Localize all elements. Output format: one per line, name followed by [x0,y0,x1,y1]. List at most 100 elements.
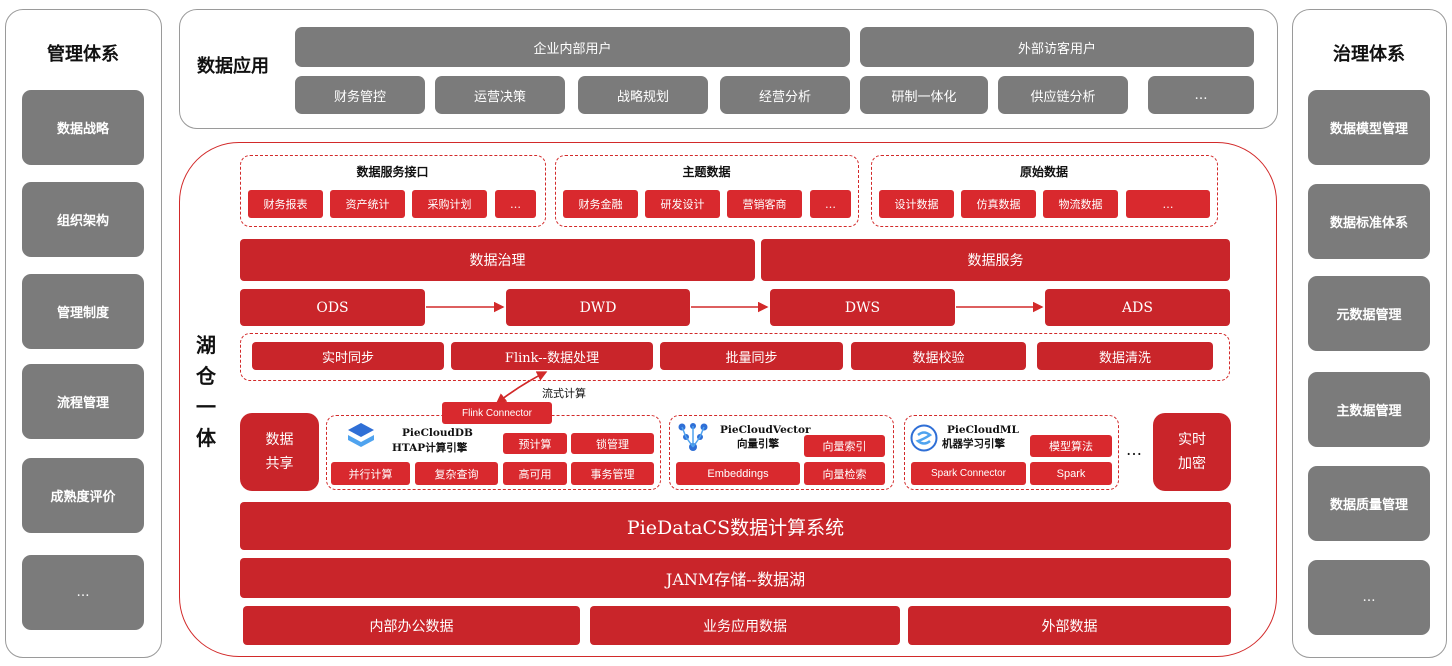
data-application-panel: 数据应用 企业内部用户 外部访客用户 财务管控 运营决策 战略规划 经营分析 研… [179,9,1278,129]
app-finance-control[interactable]: 财务管控 [295,76,425,114]
piecloud-db-sub: HTAP计算引擎 [392,442,468,454]
lakehouse-panel [179,142,1277,657]
raw-data-title: 原始数据 [1019,165,1068,179]
data-application-title: 数据应用 [197,56,269,77]
topic-data-title: 主题数据 [682,165,731,179]
topic-item-more[interactable]: … [810,190,851,218]
lakehouse-title: 湖 仓 一 体 [191,330,221,454]
app-business-analysis[interactable]: 经营分析 [720,76,850,114]
governance-system-title: 治理体系 [1333,44,1405,65]
engines-more: … [1126,440,1142,459]
piedatacs-compute-system[interactable]: PieDataCS数据计算系统 [240,502,1231,550]
left-item-org-structure[interactable]: 组织架构 [22,182,144,257]
janm-storage-lake[interactable]: JANM存储--数据湖 [240,558,1231,598]
layer-ods[interactable]: ODS [240,289,425,326]
piecloud-db-icon [348,423,374,447]
proc-data-validation[interactable]: 数据校验 [851,342,1026,370]
layer-dwd[interactable]: DWD [506,289,690,326]
interface-item[interactable]: 采购计划 [412,190,487,218]
lakehouse-title-char: 仓 [196,364,216,388]
interface-item[interactable]: 财务报表 [248,190,323,218]
raw-item[interactable]: 物流数据 [1043,190,1118,218]
right-item-data-model[interactable]: 数据模型管理 [1308,90,1430,165]
left-item-more[interactable]: … [22,555,144,630]
vector-item-search[interactable]: 向量检索 [804,462,885,485]
piecloud-vector-sub: 向量引擎 [737,438,779,450]
raw-item[interactable]: 仿真数据 [961,190,1036,218]
management-system-title: 管理体系 [47,44,119,65]
layer-ads[interactable]: ADS [1045,289,1230,326]
vector-item-embeddings[interactable]: Embeddings [676,462,800,485]
db-item-precompute[interactable]: 预计算 [503,433,567,454]
source-internal-office[interactable]: 内部办公数据 [243,606,580,645]
proc-data-cleansing[interactable]: 数据清洗 [1037,342,1213,370]
right-item-metadata[interactable]: 元数据管理 [1308,276,1430,351]
piecloud-ml-sub: 机器学习引擎 [942,438,1005,450]
left-item-maturity-evaluation[interactable]: 成熟度评价 [22,458,144,533]
piecloud-vector-icon [678,423,708,451]
ml-item-model-algorithm[interactable]: 模型算法 [1030,435,1112,457]
management-system-panel: 管理体系 数据战略 组织架构 管理制度 流程管理 成熟度评价 … [5,9,162,658]
ml-item-spark[interactable]: Spark [1030,462,1112,485]
lakehouse-title-char: 湖 [196,333,216,357]
interface-item[interactable]: 资产统计 [330,190,405,218]
stream-compute-label: 流式计算 [542,387,586,400]
app-rd-integration[interactable]: 研制一体化 [860,76,988,114]
app-more[interactable]: … [1148,76,1254,114]
left-item-management-rules[interactable]: 管理制度 [22,274,144,349]
data-services-bar[interactable]: 数据服务 [761,239,1230,281]
data-sharing-box[interactable]: 数据 共享 [240,413,319,491]
raw-item-more[interactable]: … [1126,190,1210,218]
raw-data-group: 原始数据 设计数据 仿真数据 物流数据 … [871,155,1218,227]
topic-data-group: 主题数据 财务金融 研发设计 营销客商 … [555,155,859,227]
right-item-master-data[interactable]: 主数据管理 [1308,372,1430,447]
lakehouse-title-char: 体 [196,426,216,450]
processing-group [240,333,1230,381]
piecloud-ml-name: PieCloudML [947,424,1019,436]
app-strategy-planning[interactable]: 战略规划 [578,76,708,114]
vector-item-index[interactable]: 向量索引 [804,435,885,457]
stream-arrow-back [495,371,547,404]
topic-item[interactable]: 营销客商 [727,190,802,218]
topic-item[interactable]: 研发设计 [645,190,720,218]
right-item-data-standard[interactable]: 数据标准体系 [1308,184,1430,259]
piecloud-vector-name: PieCloudVector [720,424,811,436]
ml-item-spark-connector[interactable]: Spark Connector [911,462,1026,485]
data-governance-bar[interactable]: 数据治理 [240,239,755,281]
db-item-complex-query[interactable]: 复杂查询 [415,462,498,485]
db-item-lock-management[interactable]: 锁管理 [571,433,654,454]
realtime-encryption-line: 实时 [1178,432,1206,448]
flink-connector[interactable]: Flink Connector [442,402,552,424]
piecloud-db-name: PieCloudDB [402,427,473,439]
interface-item-more[interactable]: … [495,190,536,218]
piecloud-vector-engine [669,415,894,490]
data-sharing-line: 共享 [265,456,294,472]
left-item-process-management[interactable]: 流程管理 [22,364,144,439]
layer-dws[interactable]: DWS [770,289,955,326]
governance-system-panel: 治理体系 数据模型管理 数据标准体系 元数据管理 主数据管理 数据质量管理 … [1292,9,1447,658]
raw-item[interactable]: 设计数据 [879,190,954,218]
proc-flink[interactable]: Flink--数据处理 [451,342,653,370]
data-sharing-line: 数据 [265,432,294,448]
realtime-encryption-box[interactable]: 实时 加密 [1153,413,1231,491]
right-item-data-quality[interactable]: 数据质量管理 [1308,466,1430,541]
source-business-app[interactable]: 业务应用数据 [590,606,900,645]
data-service-interface-title: 数据服务接口 [356,165,429,179]
db-item-transaction-management[interactable]: 事务管理 [571,462,654,485]
left-item-data-strategy[interactable]: 数据战略 [22,90,144,165]
source-external[interactable]: 外部数据 [908,606,1231,645]
piecloud-ml-engine [904,415,1119,490]
db-item-high-availability[interactable]: 高可用 [503,462,567,485]
db-item-parallel-compute[interactable]: 并行计算 [331,462,410,485]
proc-batch-sync[interactable]: 批量同步 [660,342,843,370]
proc-realtime-sync[interactable]: 实时同步 [252,342,444,370]
piecloud-ml-icon [910,424,938,452]
topic-item[interactable]: 财务金融 [563,190,638,218]
internal-users-bar[interactable]: 企业内部用户 [295,27,850,67]
app-supply-chain-analysis[interactable]: 供应链分析 [998,76,1128,114]
realtime-encryption-line: 加密 [1178,456,1206,472]
right-item-more[interactable]: … [1308,560,1430,635]
app-operation-decision[interactable]: 运营决策 [435,76,565,114]
external-users-bar[interactable]: 外部访客用户 [860,27,1254,67]
